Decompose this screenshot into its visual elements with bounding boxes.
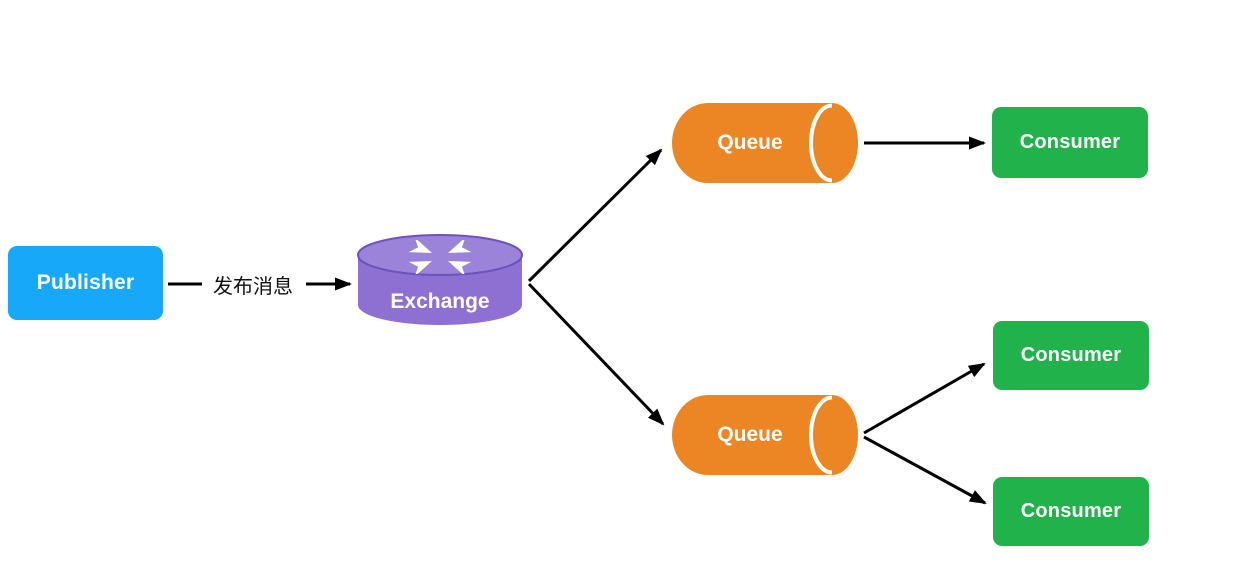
consumer-top-label: Consumer <box>1019 131 1121 153</box>
consumer-middle-label: Consumer <box>1020 344 1122 366</box>
publisher-label: Publisher <box>36 271 135 294</box>
connector-exchange-queue-bottom-arrow <box>527 282 665 426</box>
connector-queue-bottom-consumer-middle-arrow <box>863 362 986 435</box>
queue-bottom-node: Queue <box>670 395 860 475</box>
exchange-node: Exchange <box>357 234 523 326</box>
connector-exchange-queue-top-arrow <box>527 148 663 283</box>
consumer-middle-node: Consumer <box>993 321 1149 390</box>
publish-message-edge-label: 发布消息 <box>213 275 293 298</box>
queue-top-label: Queue <box>717 131 783 154</box>
consumer-top-node: Consumer <box>992 107 1148 178</box>
exchange-label: Exchange <box>390 290 490 313</box>
connector-queue-bottom-consumer-bottom-arrow <box>863 435 987 505</box>
publisher-node: Publisher <box>8 246 163 320</box>
queue-top-node: Queue <box>670 103 860 183</box>
exchange-cylinder-shape <box>357 234 523 325</box>
queue-top-cylinder-shape <box>672 103 858 183</box>
queue-bottom-cylinder-shape <box>672 395 858 475</box>
crossed-routing-arrows-icon <box>408 240 472 274</box>
consumer-bottom-label: Consumer <box>1020 500 1122 522</box>
consumer-bottom-node: Consumer <box>993 477 1149 546</box>
queue-bottom-label: Queue <box>717 423 783 446</box>
